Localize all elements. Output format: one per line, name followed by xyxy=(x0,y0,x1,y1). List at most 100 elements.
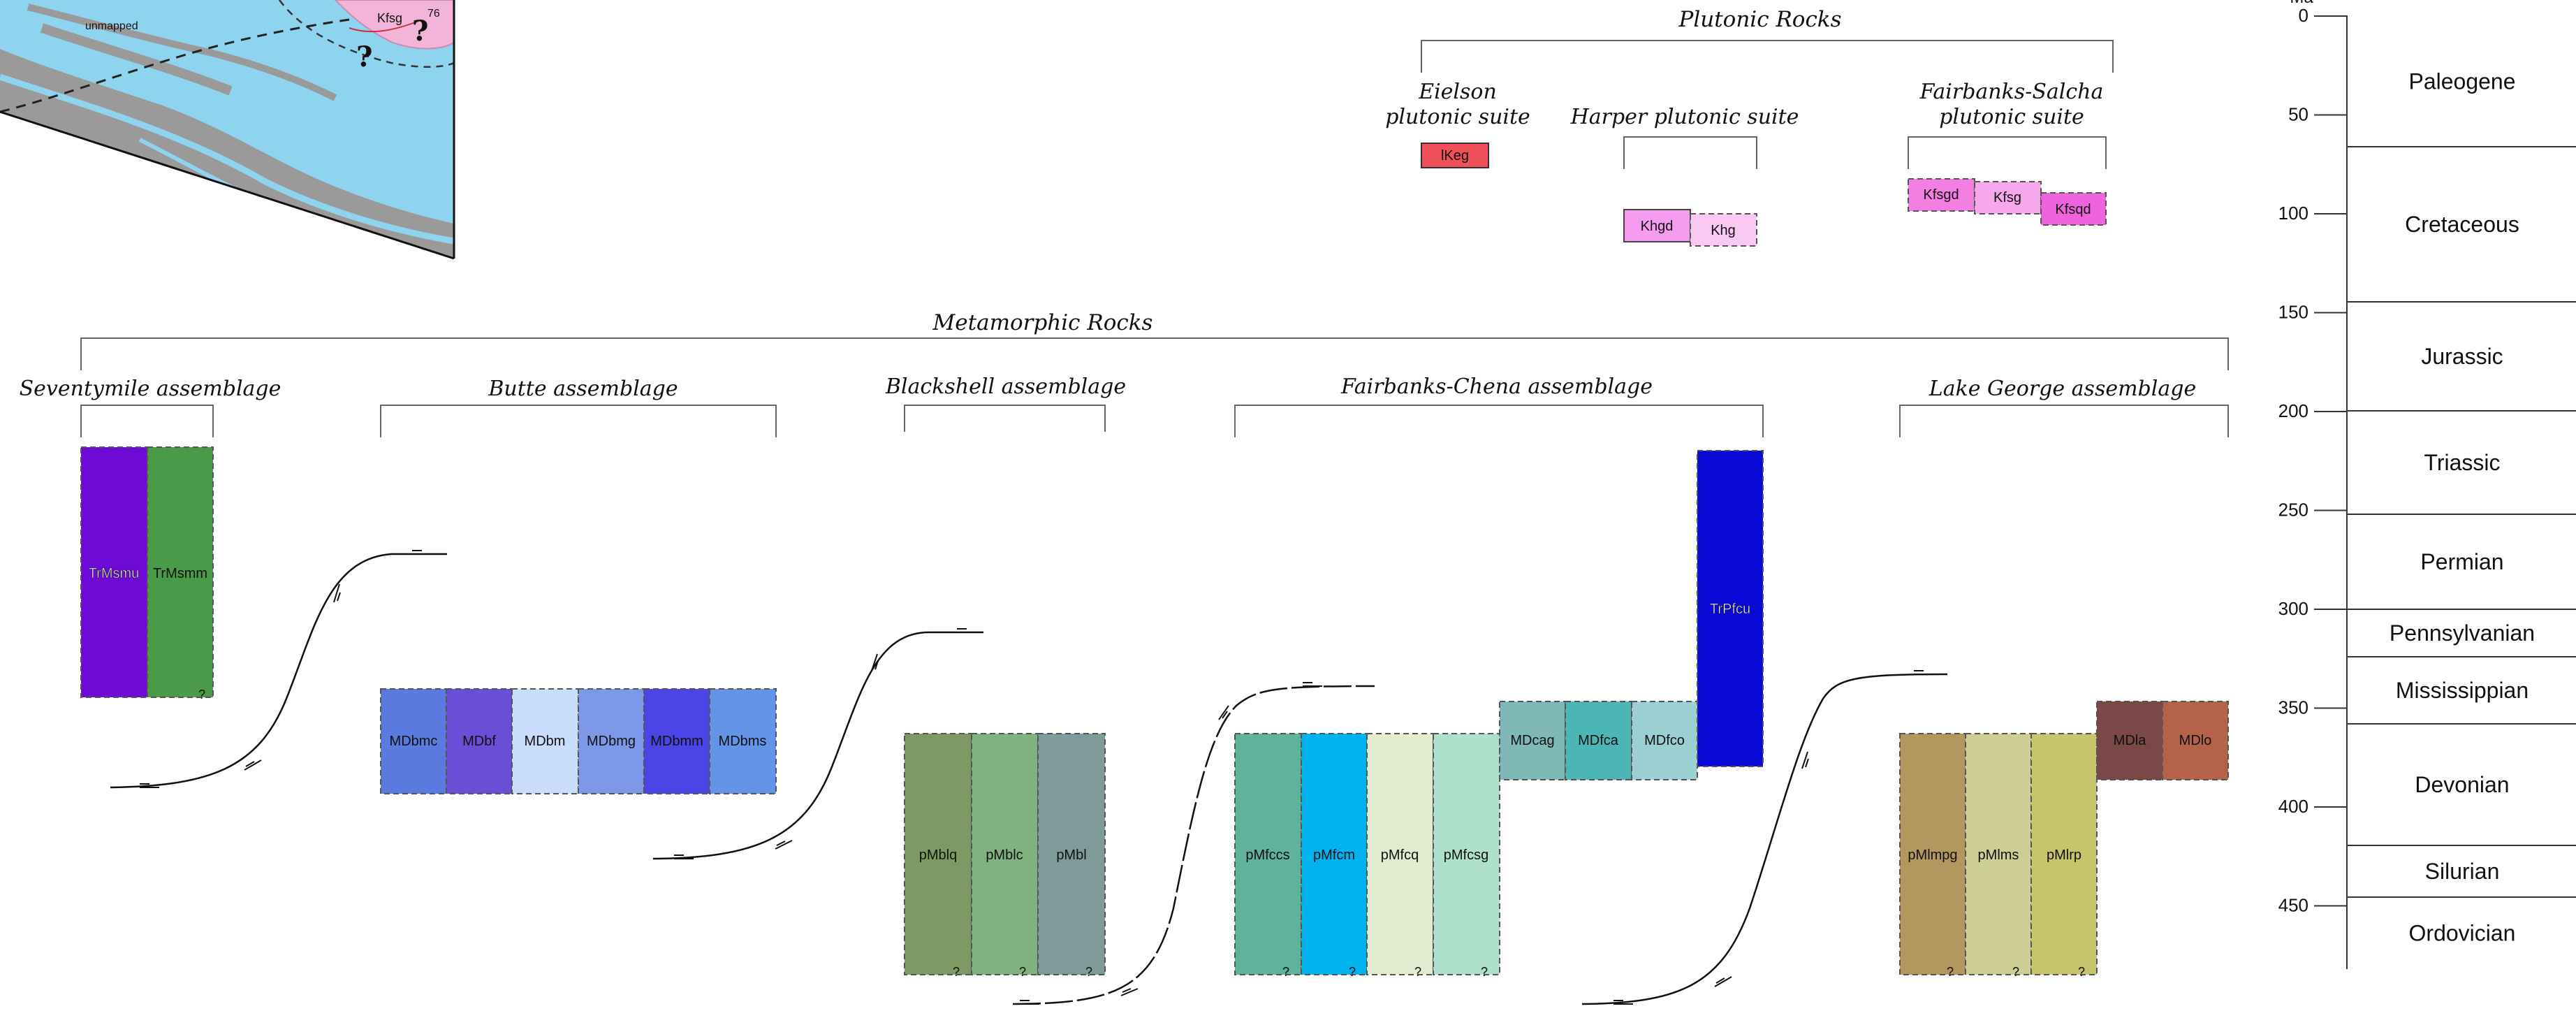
suite-name-line: Fairbanks-Salcha xyxy=(1919,80,2104,104)
unit-label: MDfco xyxy=(1644,733,1685,748)
time-unit-label: Ma xyxy=(2290,0,2313,7)
unit-box: MDfco xyxy=(1631,701,1698,780)
map-label-kfsg: Kfsg xyxy=(377,11,402,25)
query-mark: ? xyxy=(198,688,205,701)
map-label-76: 76 xyxy=(427,8,440,20)
map-inset: ? ? unmapped Kfsg 76 xyxy=(0,0,455,260)
query-mark: ? xyxy=(953,965,960,979)
unit-label: Kfsgd xyxy=(1923,187,1959,203)
assemblage-name: Seventymile assemblage xyxy=(20,377,281,401)
time-tick-label: 0 xyxy=(2299,5,2308,26)
time-tick-label: 250 xyxy=(2278,500,2308,521)
unit-box: Khg xyxy=(1690,213,1757,247)
slip-arrows xyxy=(140,550,1933,1005)
time-periods: PaleogeneCretaceousJurassicTriassicPermi… xyxy=(2347,69,2576,946)
unit-box: TrMsmm ? xyxy=(147,446,214,701)
unit-box: pMfccs? xyxy=(1234,733,1302,979)
unit-box: Khgd xyxy=(1623,209,1691,242)
unit-box: Kfsg xyxy=(1974,181,2042,214)
unit-box: MDbms xyxy=(709,688,777,794)
period-label: Triassic xyxy=(2424,450,2500,475)
query-mark: ? xyxy=(1349,965,1356,979)
unit-label: pMlrp xyxy=(2047,848,2081,863)
unit-box: pMlmpg? xyxy=(1899,733,1966,979)
unit-label: MDfca xyxy=(1578,733,1619,748)
unit-label: pMblq xyxy=(919,848,957,863)
unit-box: pMlrp? xyxy=(2030,733,2098,979)
fault-curve xyxy=(652,631,983,860)
unit-label: lKeg xyxy=(1441,148,1469,163)
unit-label: pMbl xyxy=(1056,848,1086,863)
assemblage-name: Fairbanks-Chena assemblage xyxy=(1340,374,1653,399)
query-mark: ? xyxy=(1947,965,1954,979)
unit-label: MDbmm xyxy=(650,734,703,749)
assemblage-name: Blackshell assemblage xyxy=(885,374,1126,399)
period-label: Paleogene xyxy=(2408,69,2515,94)
unit-label: Khgd xyxy=(1641,219,1674,234)
assemblage-name: Lake George assemblage xyxy=(1929,377,2196,401)
query-mark: ? xyxy=(2078,965,2085,979)
plutonic-section: Plutonic Rocks Eielson plutonic suite lK… xyxy=(1385,7,2114,247)
unit-label: pMfcq xyxy=(1381,848,1419,863)
unit-label: MDbmg xyxy=(587,734,636,749)
unit-label: TrMsmu xyxy=(89,566,140,581)
suite-eielson: Eielson plutonic suite lKeg xyxy=(1385,80,1530,168)
fault-curve xyxy=(1581,673,1948,1005)
assemblage-fairbanks-chena: Fairbanks-Chena assemblage pMfccs? pMfcm… xyxy=(1234,374,1764,979)
time-tick-label: 350 xyxy=(2278,697,2308,718)
query-mark: ? xyxy=(2012,965,2019,979)
time-tick-label: 300 xyxy=(2278,598,2308,619)
unit-box: TrPfcu xyxy=(1697,450,1764,767)
unit-label: MDbf xyxy=(462,734,496,749)
suite-name-line: plutonic suite xyxy=(1385,105,1530,129)
time-tick-label: 50 xyxy=(2288,104,2308,125)
unit-label: Khg xyxy=(1711,223,1736,238)
unit-box: pMblc? xyxy=(971,733,1039,979)
query-mark: ? xyxy=(1085,965,1092,979)
unit-box: MDcag xyxy=(1499,701,1566,780)
assemblage-lake-george: Lake George assemblage pMlmpg? pMlms? pM… xyxy=(1899,377,2229,979)
unit-label: pMfccs xyxy=(1245,848,1289,863)
assemblage-name: Butte assemblage xyxy=(488,377,678,401)
unit-box: pMlms? xyxy=(1965,733,2032,979)
unit-label: MDla xyxy=(2114,733,2147,748)
period-label: Cretaceous xyxy=(2405,212,2519,237)
unit-box: MDbf xyxy=(446,688,513,794)
unit-label: pMblc xyxy=(986,848,1023,863)
unit-box: MDbmg xyxy=(578,688,645,794)
fault-curve xyxy=(1012,685,1375,1005)
unit-box: pMfcsg? xyxy=(1433,733,1500,979)
unit-box: MDbmc xyxy=(380,688,447,794)
unit-box: pMfcm? xyxy=(1301,733,1368,979)
suite-harper: Harper plutonic suite Khgd Khg xyxy=(1570,105,1799,247)
unit-label: MDbmc xyxy=(390,734,438,749)
fault-curves xyxy=(110,550,1948,1005)
query-mark: ? xyxy=(1481,965,1488,979)
unit-label: Kfsg xyxy=(1993,190,2021,205)
period-label: Permian xyxy=(2420,549,2503,574)
unit-label: TrPfcu xyxy=(1710,602,1750,617)
unit-label: pMfcm xyxy=(1313,848,1355,863)
unit-label: TrMsmm xyxy=(153,566,207,581)
assemblage-butte: Butte assemblage MDbmc MDbf MDbm MDbmg M… xyxy=(380,377,777,794)
suite-name-line: Eielson xyxy=(1418,80,1497,104)
period-label: Jurassic xyxy=(2421,344,2503,369)
unit-label: MDlo xyxy=(2179,733,2212,748)
map-label-unmapped: unmapped xyxy=(85,20,138,32)
svg-text:?: ? xyxy=(356,41,372,73)
unit-label: MDcag xyxy=(1510,733,1554,748)
unit-box: pMbl? xyxy=(1037,733,1106,979)
time-tick-label: 200 xyxy=(2278,400,2308,421)
time-tick-label: 400 xyxy=(2278,796,2308,817)
unit-label: MDbm xyxy=(525,734,566,749)
unit-box: Kfsgd xyxy=(1908,178,1975,212)
unit-label: MDbms xyxy=(719,734,767,749)
period-label: Pennsylvanian xyxy=(2390,620,2535,646)
metamorphic-section: Metamorphic Rocks Seventymile assemblage… xyxy=(20,310,2229,979)
period-label: Mississippian xyxy=(2396,678,2529,703)
unit-box: lKeg xyxy=(1421,143,1489,168)
unit-label: pMlms xyxy=(1978,848,2019,863)
unit-box: MDfca xyxy=(1565,701,1632,780)
